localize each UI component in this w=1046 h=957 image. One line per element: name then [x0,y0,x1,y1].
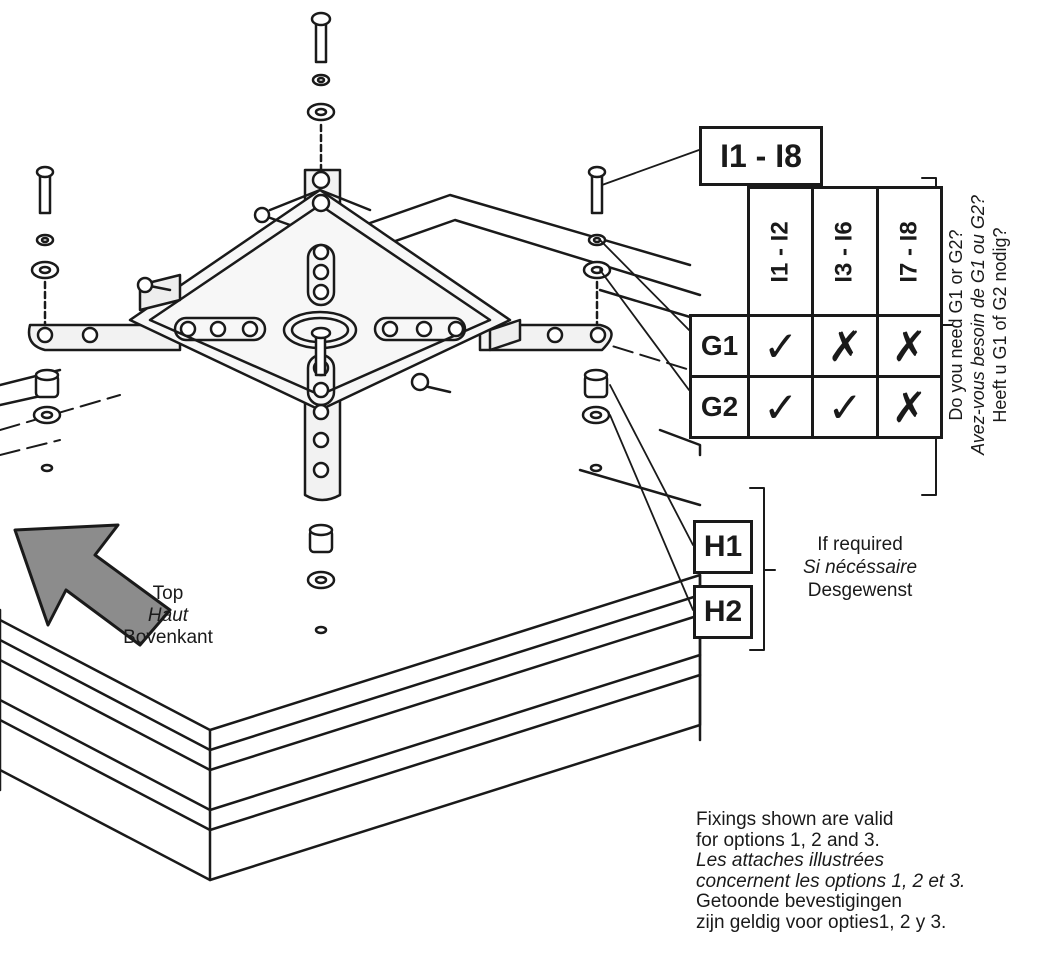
center-screw [310,326,332,377]
top-nl: Bovenkant [123,627,213,648]
screw-part-label: I1 - I8 [699,126,823,186]
column-label: I3 - I6 [831,220,859,283]
question-nl: Heeft u G1 of G2 nodig? [990,227,1010,423]
column-header: I3 - I6 [811,186,879,317]
note-nl-2: zijn geldig voor opties1, 2 y 3. [696,911,947,933]
top-en: Top [152,583,184,604]
row-header: G1 [689,314,750,378]
column-label: I7 - I8 [895,220,923,283]
note-fr-1: Les attaches illustrées [696,850,884,871]
check-mark-icon: ✓ [746,375,815,439]
spacers [32,368,611,635]
screw-stack-left [30,165,60,327]
if-required-note: If required Si nécéssaire Desgewenst [770,533,950,602]
table-row: G2 ✓ ✓ ✗ [689,375,944,439]
column-header: I7 - I8 [875,186,944,317]
side-screws [136,206,452,394]
table-header-row: I1 - I2 I3 - I6 I7 - I8 [691,186,944,317]
cross-mark-icon: ✗ [811,314,879,378]
h1-code: H1 [703,530,743,563]
top-direction-label: Top Haut Bovenkant [98,583,238,649]
note-en-2: for options 1, 2 and 3. [696,829,880,851]
leader-lines [599,149,700,611]
top-fr: Haut [147,605,189,626]
spacer-h1-label: H1 [693,520,753,574]
fixings-note: Fixings shown are valid for options 1, 2… [696,809,1046,933]
row-header: G2 [689,375,750,439]
screw-compatibility-table: I1 - I2 I3 - I6 I7 - I8 G1 ✓ ✗ ✗ G2 ✓ ✓ … [689,186,944,439]
note-fr-2: concernent les options 1, 2 et 3. [696,870,966,892]
top-direction-arrow [13,523,172,647]
table-row: G1 ✓ ✗ ✗ [689,314,944,378]
cross-mark-icon: ✗ [875,314,944,378]
question-fr: Avez-vous besoin de G1 ou G2? [968,195,988,455]
column-label: I1 - I2 [766,220,794,283]
note-en-1: Fixings shown are valid [696,809,894,830]
spacer-h2-label: H2 [693,585,753,639]
question-en: Do you need G1 or G2? [946,229,966,421]
screw-stack-top [306,11,336,172]
required-en: If required [817,534,903,555]
note-nl-1: Getoonde bevestigingen [696,891,902,912]
check-mark-icon: ✓ [746,314,815,378]
check-mark-icon: ✓ [811,375,879,439]
column-header: I1 - I2 [746,186,815,317]
required-nl: Desgewenst [807,580,913,601]
table-corner [691,188,749,316]
screw-part-code: I1 - I8 [720,137,802,174]
h2-code: H2 [703,595,743,628]
cross-mark-icon: ✗ [875,375,944,439]
required-fr: Si nécéssaire [802,557,918,578]
screw-stack-right [582,165,612,327]
